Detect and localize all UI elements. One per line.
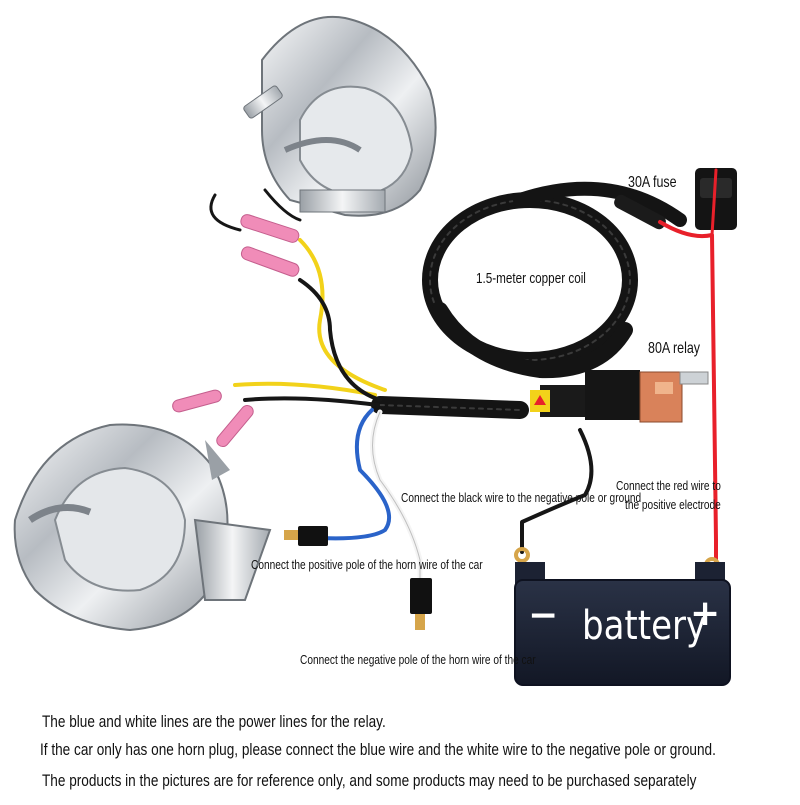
- terminal-connector-icon: [172, 214, 300, 448]
- black-wire: [243, 396, 380, 407]
- yellow-wire: [298, 238, 387, 392]
- red-wire: [710, 168, 718, 237]
- battery-label: battery: [582, 603, 707, 649]
- coil-label: 1.5-meter copper coil: [476, 270, 586, 287]
- terminal-connector-icon: [284, 530, 298, 540]
- battery-minus: −: [528, 595, 559, 636]
- fuse-label: 30A fuse: [628, 174, 677, 191]
- terminal-connector-icon: [410, 578, 432, 614]
- terminal-connector-icon: [514, 547, 530, 563]
- relay-icon: [530, 370, 709, 423]
- note-line-1: The blue and white lines are the power l…: [42, 712, 386, 731]
- black-wire: [298, 278, 382, 402]
- note-line-2: If the car only has one horn plug, pleas…: [40, 740, 716, 759]
- red-wire-label-line1: Connect the red wire to: [616, 478, 721, 493]
- positive-horn-label: Connect the positive pole of the horn wi…: [251, 557, 483, 572]
- terminal-connector-icon: [298, 526, 328, 546]
- battery-plus: +: [690, 593, 721, 634]
- black-wire: [263, 188, 302, 222]
- red-wire-label-line2: the positive electrode: [625, 497, 721, 512]
- coil-loom: [371, 181, 687, 419]
- horn-icon: [243, 16, 437, 217]
- battery-icon: [514, 562, 731, 686]
- negative-horn-label: Connect the negative pole of the horn wi…: [300, 652, 536, 667]
- white-wire-outline: [372, 411, 421, 581]
- black-wire-label: Connect the black wire to the negative p…: [401, 490, 642, 505]
- relay-label: 80A relay: [648, 340, 701, 357]
- blue-wire: [318, 408, 391, 541]
- black-wire: [209, 193, 242, 232]
- yellow-wire: [233, 381, 377, 397]
- horn-icon: [13, 423, 272, 632]
- terminal-connector-icon: [415, 614, 425, 630]
- black-wire: [520, 428, 594, 554]
- note-line-3: The products in the pictures are for ref…: [42, 771, 697, 790]
